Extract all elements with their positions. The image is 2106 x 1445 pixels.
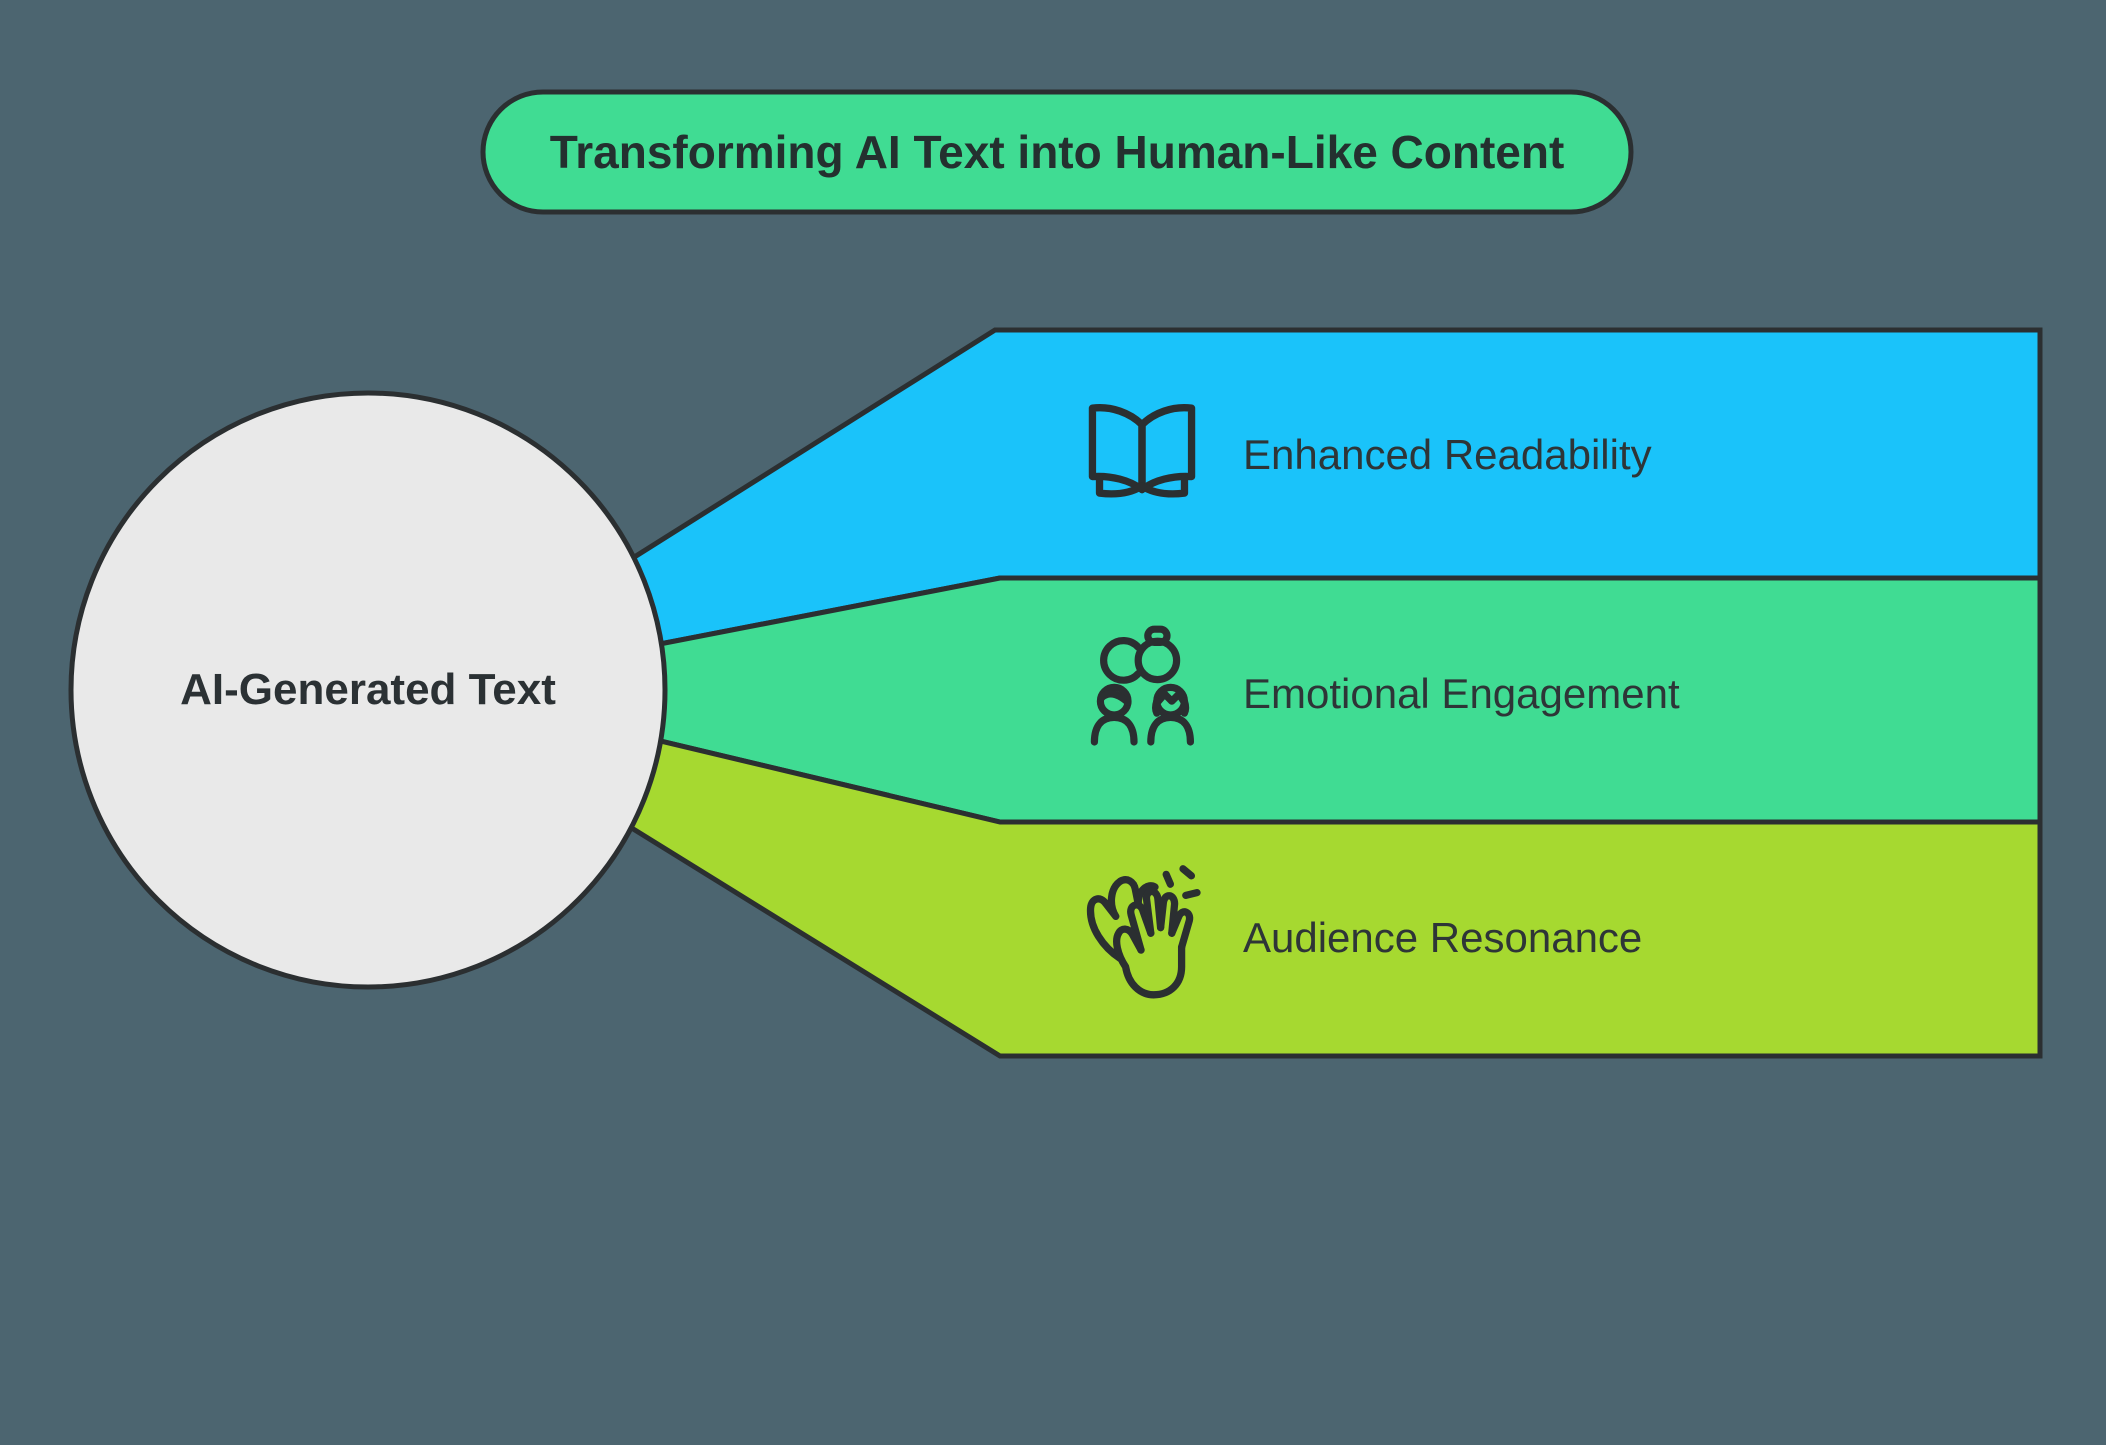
- couple-rings-icon: [1090, 625, 1195, 746]
- source-node-circle: [68, 390, 668, 990]
- branch-label-emotional-engagement: Emotional Engagement: [1243, 670, 1680, 717]
- open-book-icon: [1088, 404, 1196, 498]
- source-node-label: AI-Generated Text: [180, 665, 556, 714]
- branch-label-enhanced-readability: Enhanced Readability: [1243, 431, 1652, 478]
- clapping-hands-icon: [1086, 865, 1201, 999]
- title-text: Transforming AI Text into Human-Like Con…: [549, 126, 1565, 178]
- title-pill: [480, 89, 1634, 215]
- diagram-shapes: [68, 89, 2043, 1059]
- branch-label-audience-resonance: Audience Resonance: [1243, 914, 1643, 961]
